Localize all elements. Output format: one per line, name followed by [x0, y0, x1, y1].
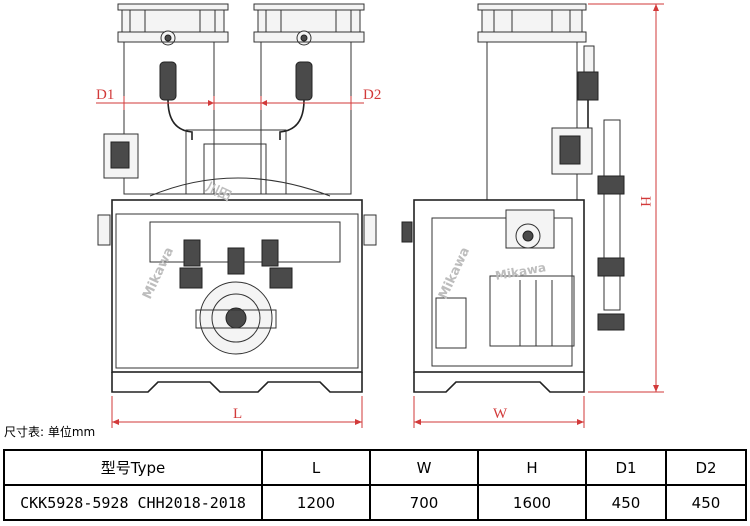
cell-w: 700 [369, 484, 479, 521]
header-l: L [261, 449, 371, 486]
dimension-d1-d2: D1 D2 [96, 87, 381, 110]
header-h: H [477, 449, 587, 486]
label-d2: D2 [363, 87, 381, 103]
filter-canister-side [486, 41, 578, 201]
label-w: W [493, 406, 508, 422]
tank-body-front [111, 199, 363, 373]
dimension-w: W [413, 396, 585, 428]
cell-d1: 450 [585, 484, 667, 521]
watermark-text-front: Mikawa [140, 245, 177, 302]
filter-head-right [253, 3, 365, 46]
filter-canister-right [260, 41, 352, 195]
cell-model: CKK5928-5928 CHH2018-2018 [3, 484, 263, 521]
header-w: W [369, 449, 479, 486]
technical-drawing: Mikawa 川田 D1 D2 L [96, 3, 664, 428]
cell-l: 1200 [261, 484, 371, 521]
header-d1: D1 [585, 449, 667, 486]
label-d1: D1 [96, 87, 114, 103]
spec-table: 型号Type L W H D1 D2 CKK5928-5928 CHH2018-… [3, 449, 747, 521]
filter-head-left [117, 3, 229, 46]
watermark-text-side: Mikawa [436, 245, 473, 302]
watermark-cjk-front: 川田 [202, 180, 233, 205]
table-row: CKK5928-5928 CHH2018-2018 1200 700 1600 … [3, 484, 747, 521]
tank-body-side [413, 199, 585, 373]
cell-h: 1600 [477, 484, 587, 521]
label-l: L [233, 406, 242, 422]
cell-d2: 450 [665, 484, 747, 521]
front-view: Mikawa 川田 [97, 3, 377, 393]
table-header-row: 型号Type L W H D1 D2 [3, 449, 747, 486]
unit-note: 尺寸表: 单位mm [4, 425, 96, 439]
header-d2: D2 [665, 449, 747, 486]
dimension-l: L [111, 396, 363, 428]
label-h: H [637, 196, 653, 207]
dimension-h: H [588, 3, 664, 393]
watermark-brand-side: Mikawa [494, 260, 547, 283]
side-view: Mikawa Mikawa [401, 3, 625, 393]
header-type: 型号Type [3, 449, 263, 486]
filter-canister-left [123, 41, 215, 195]
